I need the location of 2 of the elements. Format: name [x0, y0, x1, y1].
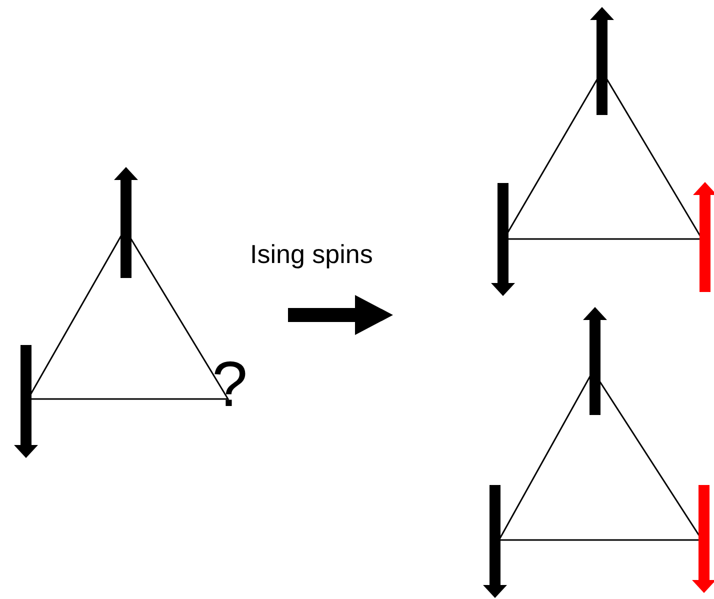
transition-label: Ising spins [250, 238, 373, 270]
unknown-spin-mark: ? [212, 352, 248, 416]
